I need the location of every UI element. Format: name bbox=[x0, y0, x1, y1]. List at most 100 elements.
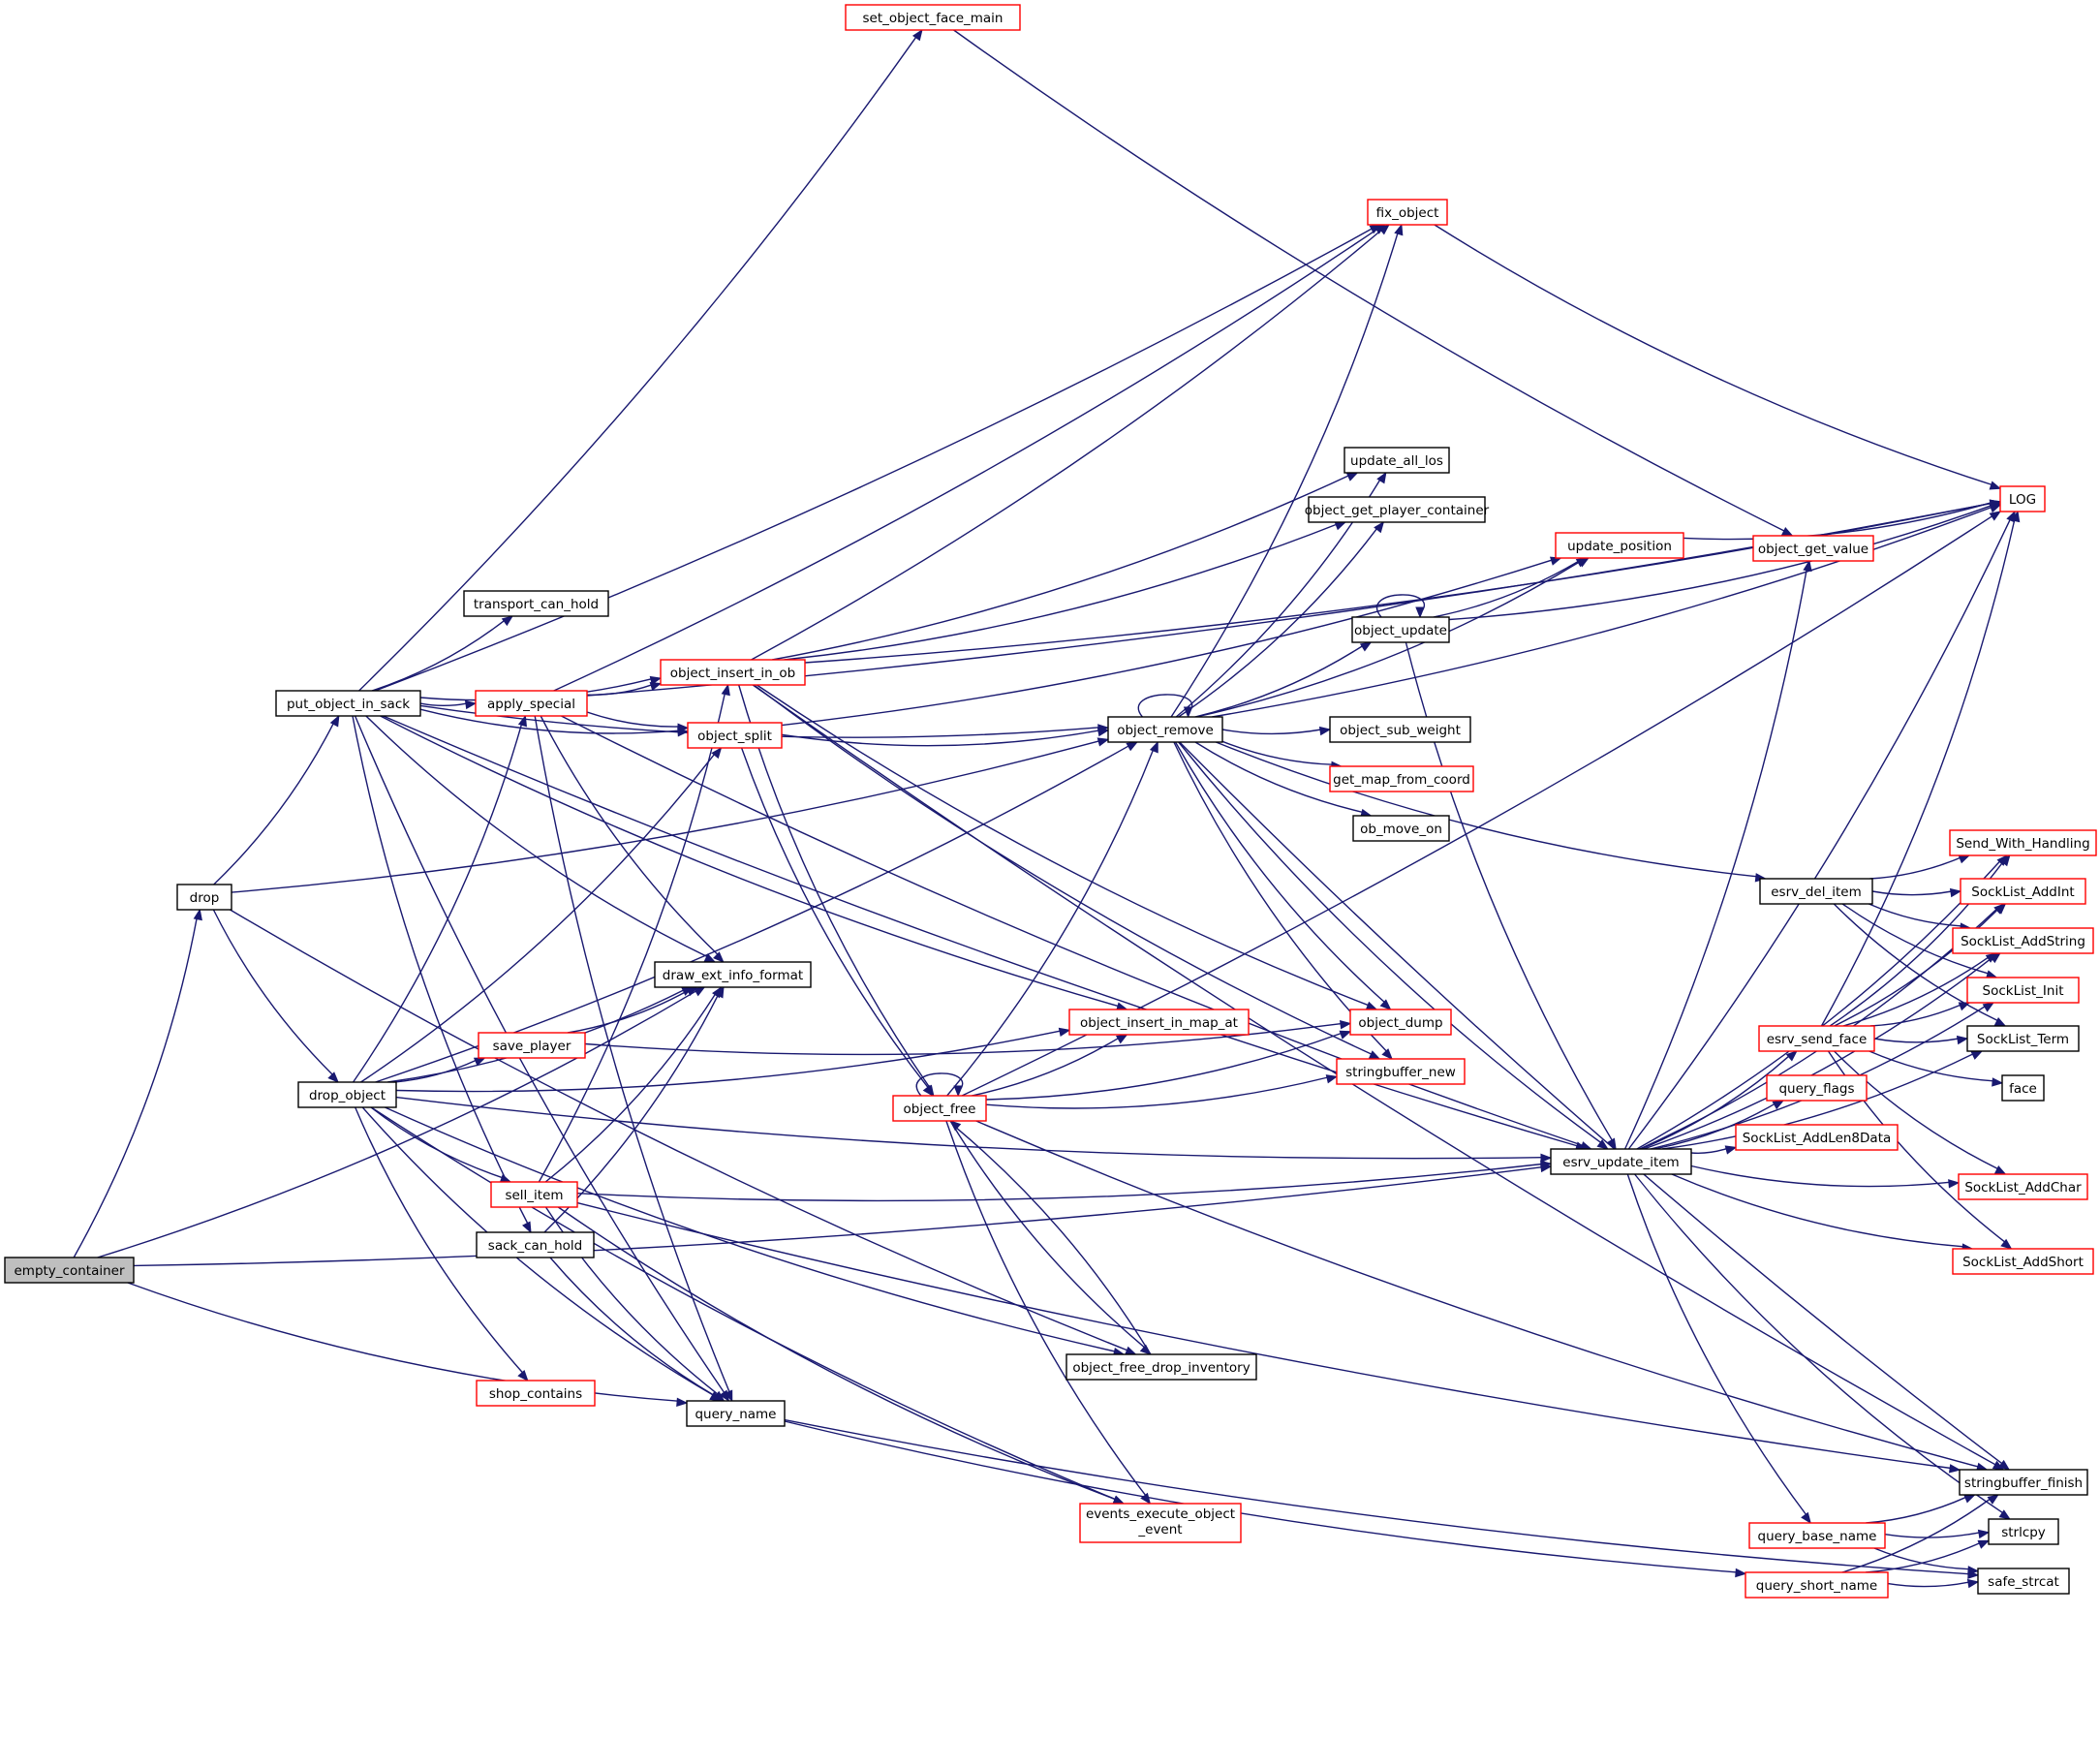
node-box[interactable] bbox=[1329, 765, 1474, 792]
node-query-base-name[interactable]: query_base_name bbox=[1748, 1522, 1886, 1549]
node-SockList-AddInt[interactable]: SockList_AddInt bbox=[1960, 878, 2086, 905]
node-box[interactable] bbox=[1343, 447, 1450, 474]
node-object-insert-in-map-at[interactable]: object_insert_in_map_at bbox=[1068, 1009, 1250, 1036]
node-set-object-face-main[interactable]: set_object_face_main bbox=[845, 4, 1021, 31]
node-shop-contains[interactable]: shop_contains bbox=[476, 1380, 596, 1407]
node-object-sub-weight[interactable]: object_sub_weight bbox=[1329, 716, 1471, 743]
node-face[interactable]: face bbox=[2001, 1074, 2045, 1102]
node-SockList-Term[interactable]: SockList_Term bbox=[1966, 1025, 2080, 1052]
node-transport-can-hold[interactable]: transport_can_hold bbox=[463, 590, 609, 617]
node-box[interactable] bbox=[1958, 1173, 2088, 1200]
node-box[interactable] bbox=[476, 1380, 596, 1407]
node-drop-object[interactable]: drop_object bbox=[297, 1081, 397, 1108]
node-box[interactable] bbox=[1550, 1148, 1692, 1175]
node-query-name[interactable]: query_name bbox=[686, 1400, 786, 1427]
node-object-update[interactable]: object_update bbox=[1351, 616, 1450, 643]
node-query-short-name[interactable]: query_short_name bbox=[1745, 1571, 1889, 1599]
node-box[interactable] bbox=[1336, 1058, 1466, 1085]
node-update-all-los[interactable]: update_all_los bbox=[1343, 447, 1450, 474]
node-box[interactable] bbox=[687, 722, 783, 749]
node-box[interactable] bbox=[1079, 1503, 1242, 1543]
node-box[interactable] bbox=[1752, 535, 1874, 562]
node-box[interactable] bbox=[1952, 1248, 2094, 1275]
node-draw-ext-info-format[interactable]: draw_ext_info_format bbox=[654, 961, 812, 988]
node-box[interactable] bbox=[1966, 977, 2080, 1004]
node-box[interactable] bbox=[297, 1081, 397, 1108]
node-drop[interactable]: drop bbox=[176, 884, 232, 911]
node-Send-With-Handling[interactable]: Send_With_Handling bbox=[1949, 829, 2097, 856]
node-object-insert-in-ob[interactable]: object_insert_in_ob bbox=[660, 659, 806, 686]
node-box[interactable] bbox=[1960, 878, 2086, 905]
node-object-get-player-container[interactable]: object_get_player_container bbox=[1305, 496, 1490, 523]
node-box[interactable] bbox=[1949, 829, 2097, 856]
node-empty-container[interactable]: empty_container bbox=[4, 1257, 135, 1284]
node-box[interactable] bbox=[275, 690, 421, 717]
node-box[interactable] bbox=[1748, 1522, 1886, 1549]
node-box[interactable] bbox=[476, 1231, 595, 1258]
node-stringbuffer-new[interactable]: stringbuffer_new bbox=[1336, 1058, 1466, 1085]
node-SockList-AddString[interactable]: SockList_AddString bbox=[1952, 927, 2094, 954]
node-box[interactable] bbox=[845, 4, 1021, 31]
node-object-free-drop-inventory[interactable]: object_free_drop_inventory bbox=[1065, 1353, 1257, 1381]
node-box[interactable] bbox=[1351, 616, 1450, 643]
node-box[interactable] bbox=[660, 659, 806, 686]
node-box[interactable] bbox=[1352, 815, 1450, 842]
node-box[interactable] bbox=[1966, 1025, 2080, 1052]
node-box[interactable] bbox=[475, 690, 588, 717]
node-box[interactable] bbox=[1988, 1518, 2059, 1545]
node-save-player[interactable]: save_player bbox=[478, 1032, 586, 1059]
node-object-split[interactable]: object_split bbox=[687, 722, 783, 749]
node-fix-object[interactable]: fix_object bbox=[1367, 199, 1448, 226]
node-box[interactable] bbox=[1977, 1568, 2070, 1595]
node-object-dump[interactable]: object_dump bbox=[1349, 1009, 1452, 1036]
node-stringbuffer-finish[interactable]: stringbuffer_finish bbox=[1959, 1469, 2088, 1496]
node-esrv-del-item[interactable]: esrv_del_item bbox=[1759, 878, 1873, 905]
node-box[interactable] bbox=[1745, 1571, 1889, 1599]
node-SockList-AddShort[interactable]: SockList_AddShort bbox=[1952, 1248, 2094, 1275]
node-box[interactable] bbox=[1959, 1469, 2088, 1496]
node-object-get-value[interactable]: object_get_value bbox=[1752, 535, 1874, 562]
node-ob-move-on[interactable]: ob_move_on bbox=[1352, 815, 1450, 842]
node-box[interactable] bbox=[892, 1095, 987, 1122]
node-box[interactable] bbox=[1367, 199, 1448, 226]
node-events-execute-object-event[interactable]: events_execute_object_event bbox=[1079, 1503, 1242, 1543]
node-box[interactable] bbox=[463, 590, 609, 617]
node-box[interactable] bbox=[1308, 496, 1486, 523]
node-update-position[interactable]: update_position bbox=[1555, 532, 1684, 559]
node-object-free[interactable]: object_free bbox=[892, 1095, 987, 1122]
node-box[interactable] bbox=[1759, 878, 1873, 905]
node-box[interactable] bbox=[4, 1257, 135, 1284]
node-box[interactable] bbox=[1952, 927, 2094, 954]
node-strlcpy[interactable]: strlcpy bbox=[1988, 1518, 2059, 1545]
node-sack-can-hold[interactable]: sack_can_hold bbox=[476, 1231, 595, 1258]
node-get-map-from-coord[interactable]: get_map_from_coord bbox=[1329, 765, 1474, 792]
node-box[interactable] bbox=[654, 961, 812, 988]
node-safe-strcat[interactable]: safe_strcat bbox=[1977, 1568, 2070, 1595]
node-SockList-AddChar[interactable]: SockList_AddChar bbox=[1958, 1173, 2088, 1200]
node-box[interactable] bbox=[176, 884, 232, 911]
node-LOG[interactable]: LOG bbox=[1999, 485, 2046, 512]
node-esrv-update-item[interactable]: esrv_update_item bbox=[1550, 1148, 1692, 1175]
node-sell-item[interactable]: sell_item bbox=[490, 1181, 578, 1208]
node-SockList-Init[interactable]: SockList_Init bbox=[1966, 977, 2080, 1004]
node-box[interactable] bbox=[1758, 1025, 1875, 1052]
node-box[interactable] bbox=[1766, 1074, 1868, 1102]
node-box[interactable] bbox=[1107, 716, 1223, 743]
node-box[interactable] bbox=[478, 1032, 586, 1059]
node-box[interactable] bbox=[2001, 1074, 2045, 1102]
node-put-object-in-sack[interactable]: put_object_in_sack bbox=[275, 690, 421, 717]
node-SockList-AddLen8Data[interactable]: SockList_AddLen8Data bbox=[1735, 1124, 1899, 1151]
node-box[interactable] bbox=[1735, 1124, 1899, 1151]
node-esrv-send-face[interactable]: esrv_send_face bbox=[1758, 1025, 1875, 1052]
node-box[interactable] bbox=[490, 1181, 578, 1208]
node-query-flags[interactable]: query_flags bbox=[1766, 1074, 1868, 1102]
node-box[interactable] bbox=[1329, 716, 1471, 743]
node-box[interactable] bbox=[1999, 485, 2046, 512]
node-box[interactable] bbox=[686, 1400, 786, 1427]
node-box[interactable] bbox=[1065, 1353, 1257, 1381]
node-apply-special[interactable]: apply_special bbox=[475, 690, 588, 717]
node-object-remove[interactable]: object_remove bbox=[1107, 716, 1223, 743]
node-box[interactable] bbox=[1068, 1009, 1250, 1036]
node-box[interactable] bbox=[1555, 532, 1684, 559]
node-box[interactable] bbox=[1349, 1009, 1452, 1036]
